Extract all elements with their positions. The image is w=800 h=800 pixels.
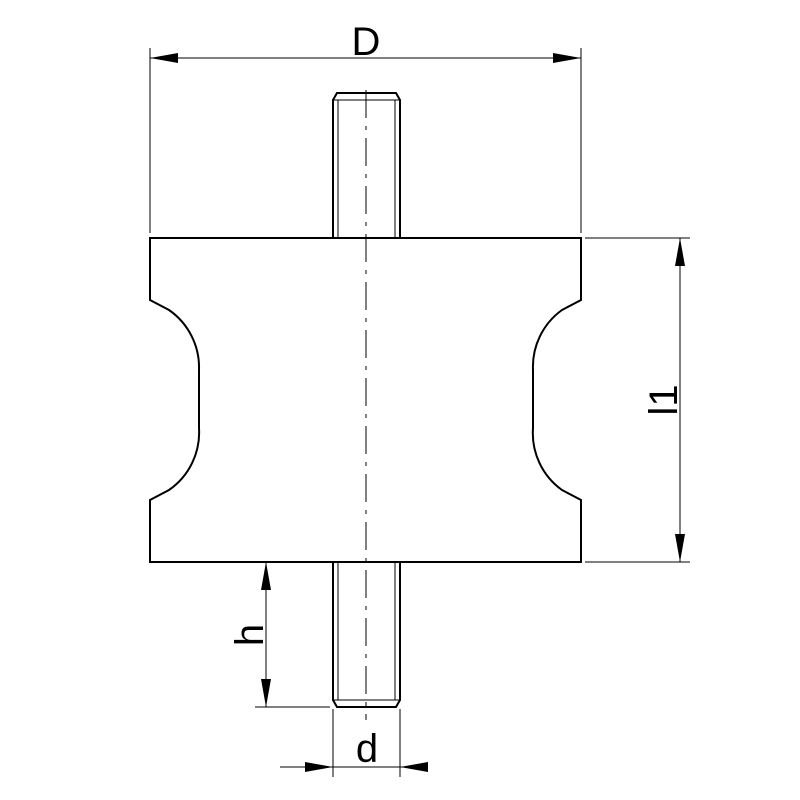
dimension-d: d bbox=[280, 709, 428, 777]
bottom-threaded-stud bbox=[332, 562, 401, 708]
dimension-D: D bbox=[149, 20, 582, 233]
dimension-h: h bbox=[228, 562, 330, 708]
dimension-D-label: D bbox=[352, 20, 381, 64]
dimension-d-label: d bbox=[356, 727, 378, 771]
dimension-l1-label: l1 bbox=[642, 384, 686, 415]
dimension-l1: l1 bbox=[585, 237, 690, 563]
dimension-h-label: h bbox=[228, 624, 272, 646]
